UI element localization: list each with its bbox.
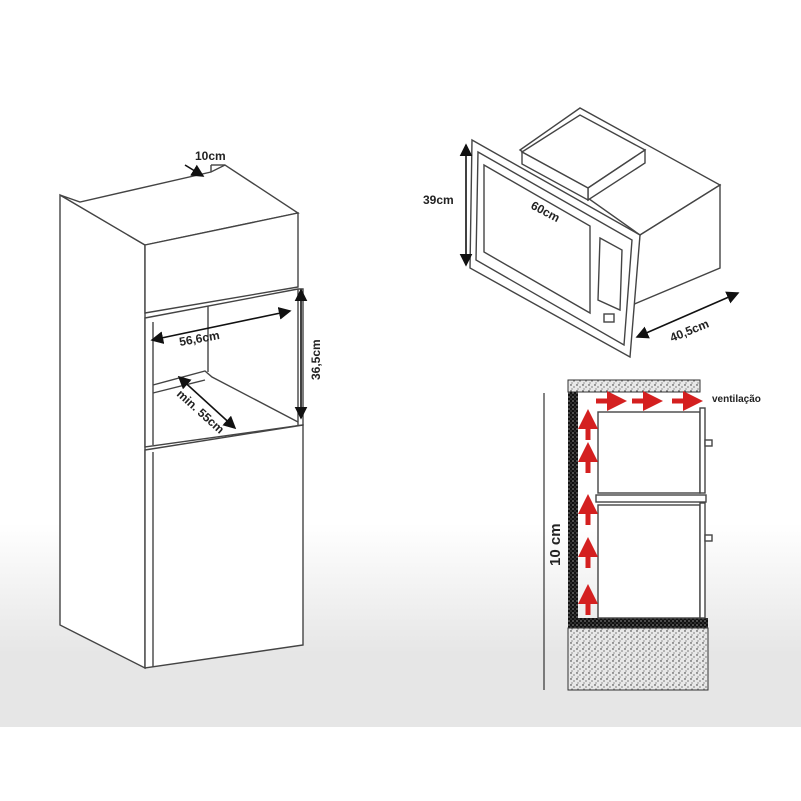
cabinet-height-label: 36,5cm bbox=[309, 339, 323, 380]
ventilation-diagram: ventilação 10 cm bbox=[543, 379, 761, 691]
microwave-height-label: 39cm bbox=[423, 193, 454, 207]
cabinet-width-label: 56,6cm bbox=[178, 328, 221, 349]
ventilation-label: ventilação bbox=[712, 394, 761, 405]
airflow-arrows bbox=[578, 391, 703, 615]
microwave-drawing: 39cm 60cm 40,5cm bbox=[423, 107, 740, 359]
ventilation-gap-label: 10 cm bbox=[547, 523, 564, 566]
cabinet-drawing: 10cm 56,6cm 36,5cm min. 55cm bbox=[59, 149, 323, 670]
cabinet-depth-gap-label: 10cm bbox=[195, 149, 226, 163]
